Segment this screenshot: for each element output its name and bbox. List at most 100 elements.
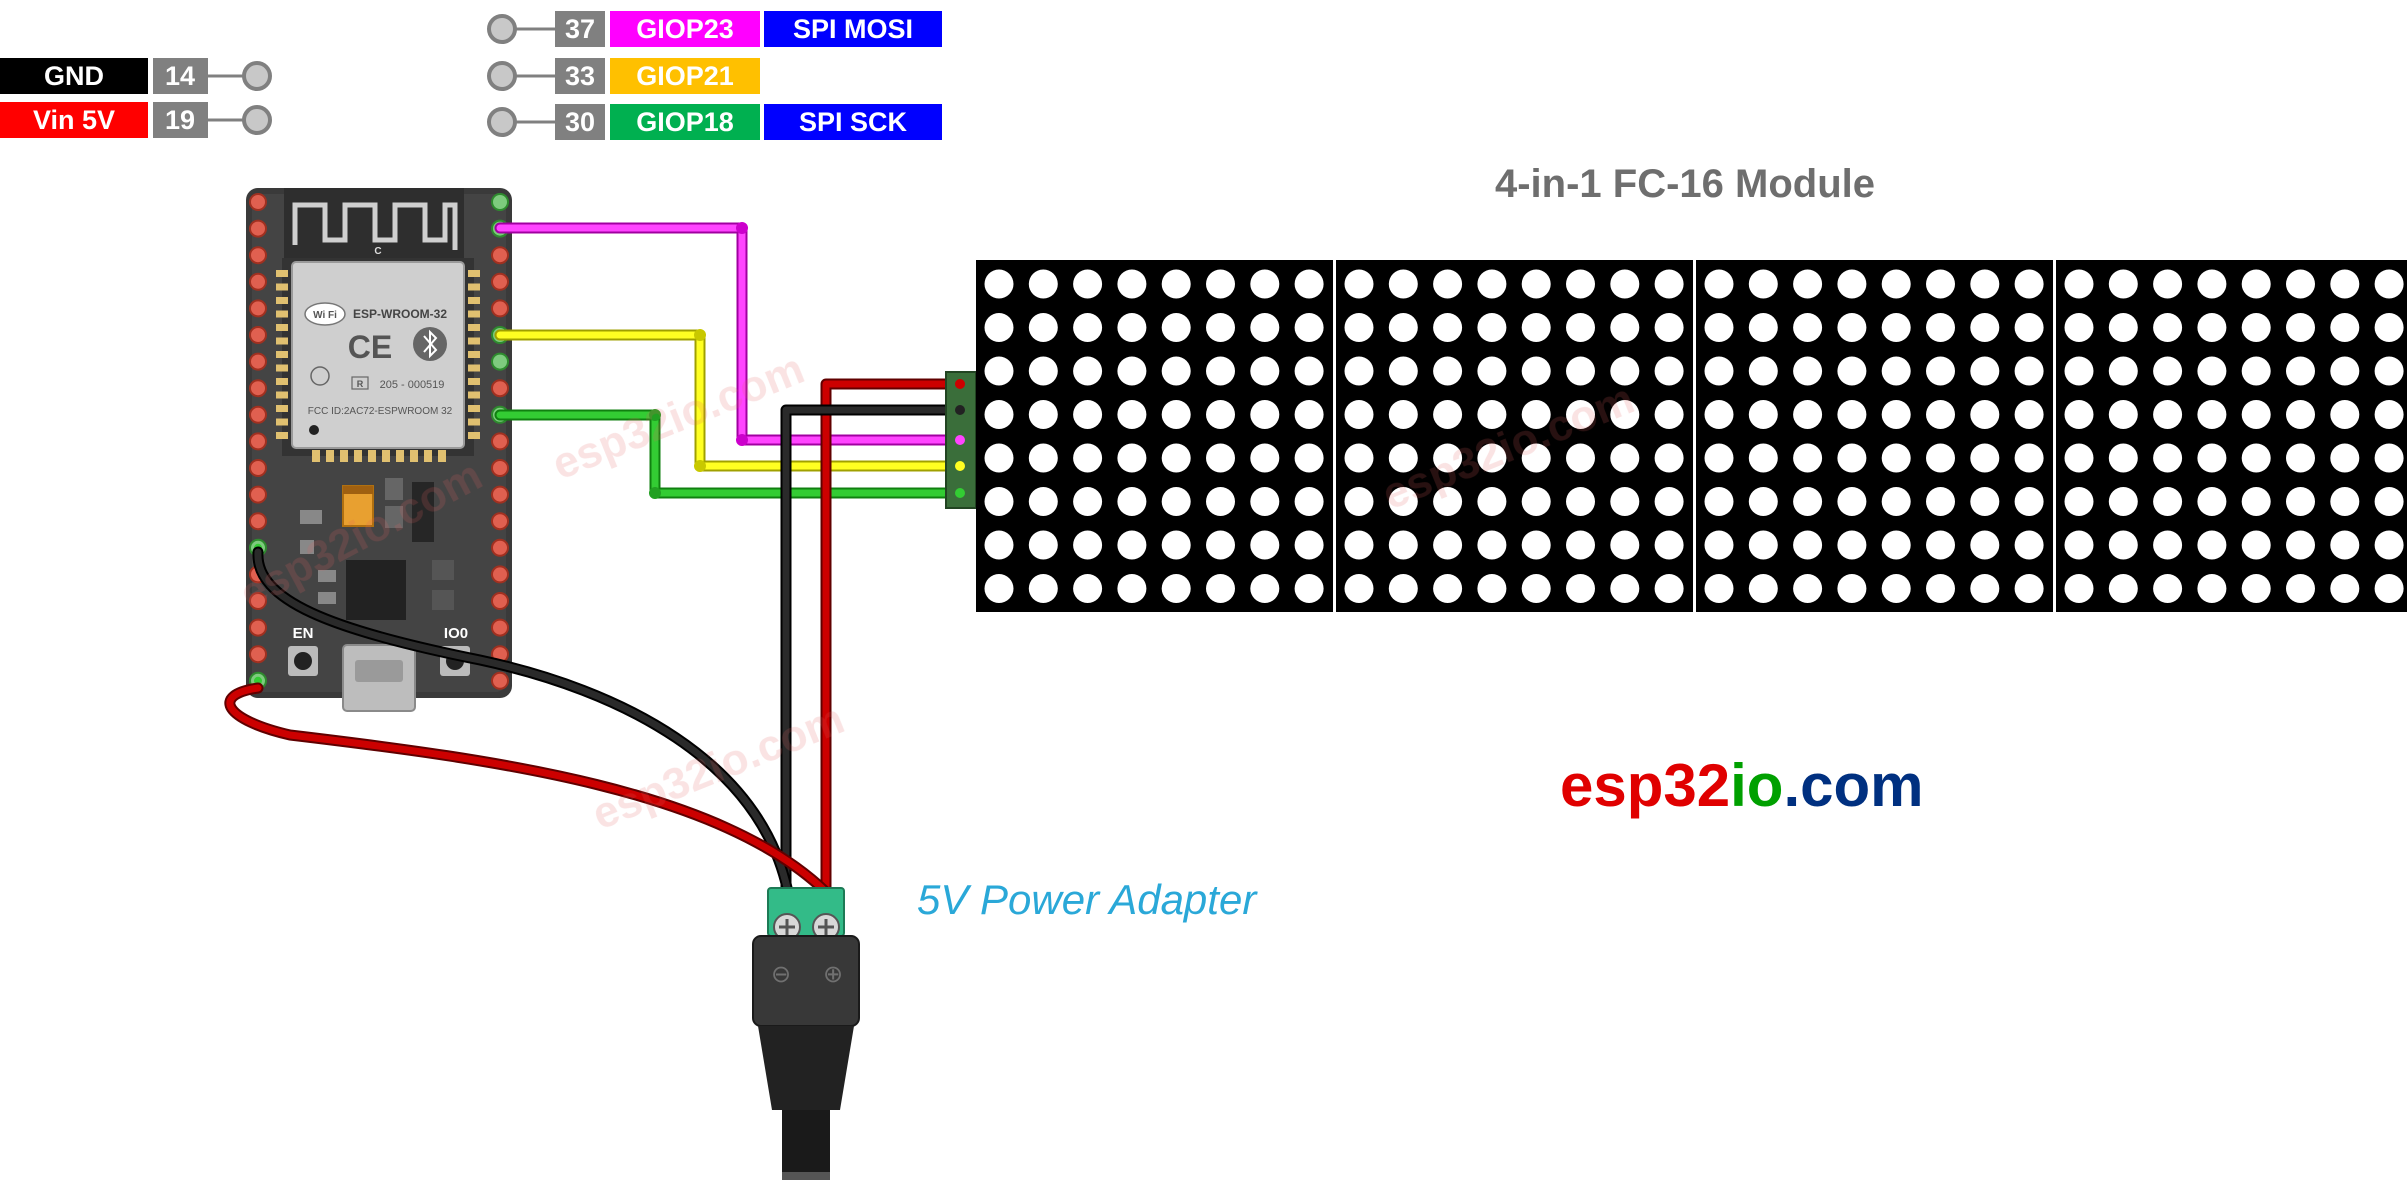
matrix-led xyxy=(2286,400,2315,429)
matrix-led xyxy=(2108,487,2138,516)
matrix-led xyxy=(1117,400,1147,429)
matrix-led xyxy=(1477,356,1507,386)
matrix-led xyxy=(2153,356,2183,386)
module-pin-right xyxy=(468,405,480,412)
matrix-led xyxy=(1610,313,1640,342)
matrix-led xyxy=(1250,269,1280,299)
pin-label-gnd: GND 14 xyxy=(0,58,272,94)
brand-logo: esp32io.com xyxy=(1560,752,1924,819)
transistor-1 xyxy=(432,560,454,580)
matrix-led xyxy=(2374,400,2404,429)
matrix-led xyxy=(1970,443,2000,473)
matrix-led xyxy=(1250,356,1280,386)
header-pin-l-6 xyxy=(249,326,267,344)
matrix-led xyxy=(1344,443,1374,473)
module-pin-bottom xyxy=(312,450,320,462)
module-pin-left xyxy=(276,351,288,358)
matrix-led xyxy=(1793,400,1823,429)
module-pin-left xyxy=(276,378,288,385)
matrix-led xyxy=(1117,269,1147,299)
header-pin-l-18 xyxy=(249,645,267,664)
header-pin-r-19 xyxy=(491,671,509,690)
pin30-dot xyxy=(487,107,517,137)
matrix-led xyxy=(1344,400,1374,429)
matrix-led xyxy=(1970,400,2000,429)
matrix-led xyxy=(984,269,1014,299)
matrix-led xyxy=(2014,530,2044,560)
matrix-led xyxy=(1388,443,1418,473)
matrix-led xyxy=(2286,313,2315,342)
matrix-led xyxy=(1610,356,1640,386)
matrix-led xyxy=(2108,574,2138,603)
matrix-led xyxy=(1837,313,1867,342)
module-pin-left xyxy=(276,337,288,345)
matrix-led xyxy=(2014,313,2044,342)
vin-label-text: Vin 5V xyxy=(33,105,115,135)
matrix-led xyxy=(1388,356,1418,386)
matrix-led xyxy=(1433,443,1463,473)
wire-vcc xyxy=(822,380,966,896)
matrix-led xyxy=(1837,269,1867,299)
matrix-led xyxy=(1388,487,1418,516)
matrix-led xyxy=(1161,530,1191,560)
module-pin-bottom xyxy=(340,450,348,462)
matrix-led xyxy=(1073,530,1103,560)
matrix-led xyxy=(2241,530,2271,560)
matrix-led xyxy=(1433,269,1463,299)
matrix-led xyxy=(1926,356,1955,386)
matrix-led xyxy=(1566,356,1595,386)
matrix-led xyxy=(1566,443,1595,473)
adapter-screw-plus-slot xyxy=(818,919,834,935)
matrix-led xyxy=(1028,530,1058,560)
header-pin-r-4 xyxy=(491,272,509,291)
brand-part-esp32: esp32 xyxy=(1560,752,1730,819)
giop21-text: GIOP21 xyxy=(636,61,734,91)
en-button-label: EN xyxy=(293,625,314,642)
en-button[interactable] xyxy=(294,652,312,670)
matrix-led xyxy=(1250,530,1280,560)
vin-pin-dot xyxy=(242,105,272,135)
header-pin-r-7 xyxy=(491,352,509,371)
matrix-led xyxy=(2197,356,2227,386)
matrix-led xyxy=(1477,574,1507,603)
matrix-led xyxy=(1117,574,1147,603)
module-pin-left xyxy=(276,418,288,426)
matrix-led xyxy=(1926,443,1955,473)
vin-pin-number: 19 xyxy=(165,105,195,135)
connector-pin-gnd xyxy=(955,405,965,415)
matrix-led xyxy=(1433,400,1463,429)
power-adapter: ⊖ ⊕ xyxy=(752,887,860,1180)
matrix-led xyxy=(1610,443,1640,473)
pin33-dot xyxy=(487,61,517,91)
matrix-led xyxy=(2330,443,2360,473)
watermark-3: esp32io.com xyxy=(585,694,851,839)
matrix-led xyxy=(1433,530,1463,560)
matrix-led xyxy=(2286,487,2315,516)
smd-led xyxy=(300,540,314,554)
pin-label-33: 33 GIOP21 xyxy=(487,58,760,94)
matrix-led xyxy=(1206,356,1235,386)
wire-yellow-bend-1 xyxy=(694,329,706,341)
matrix-led xyxy=(1970,574,2000,603)
matrix-led xyxy=(1654,487,1684,516)
matrix-led xyxy=(1073,574,1103,603)
matrix-led xyxy=(2241,443,2271,473)
wire-mosi-bend-2 xyxy=(736,434,748,446)
matrix-led xyxy=(1028,313,1058,342)
gnd-label-box xyxy=(0,58,148,94)
matrix-led xyxy=(1748,574,1778,603)
pin-label-vin: Vin 5V 19 xyxy=(0,102,272,138)
matrix-led xyxy=(1294,443,1324,473)
header-pin-l-13 xyxy=(249,512,267,531)
smd-part-2 xyxy=(385,506,403,528)
matrix-led xyxy=(1521,487,1551,516)
adapter-minus-symbol: ⊖ xyxy=(771,961,791,988)
header-pin-r-11 xyxy=(491,459,509,477)
matrix-led xyxy=(1881,487,1911,516)
matrix-led xyxy=(984,530,1014,560)
matrix-led xyxy=(1388,313,1418,342)
matrix-led xyxy=(1926,313,1955,342)
matrix-led xyxy=(1881,443,1911,473)
matrix-led xyxy=(1748,443,1778,473)
module-pin-left xyxy=(276,297,288,304)
